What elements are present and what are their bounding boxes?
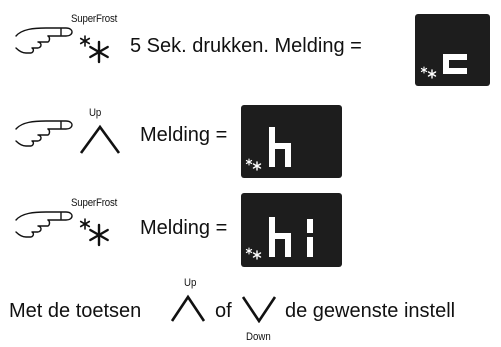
up-button-label: Up [89, 107, 102, 119]
lcd-display [415, 14, 490, 86]
up-arrow-icon[interactable] [170, 293, 206, 328]
down-button-label: Down [246, 331, 271, 343]
down-arrow-icon[interactable] [241, 293, 277, 328]
bottom-text-before: Met de toetsen [9, 300, 142, 322]
display-char-1 [307, 219, 313, 257]
display-char-h [269, 217, 291, 257]
superfrost-button-label: SuperFrost [71, 197, 118, 209]
snowflake-icon [245, 158, 262, 171]
lcd-display [241, 193, 342, 267]
snowflake-icon [245, 247, 262, 260]
pressing-finger-icon [14, 113, 74, 149]
pressing-finger-icon [14, 204, 74, 240]
bottom-text-middle: of [215, 300, 232, 322]
display-char-h [269, 127, 291, 167]
snowflake-icon[interactable] [74, 213, 112, 252]
superfrost-button-label: SuperFrost [71, 13, 118, 25]
snowflake-icon[interactable] [74, 30, 112, 69]
instruction-text: Melding = [140, 217, 228, 239]
up-arrow-icon[interactable] [78, 123, 122, 160]
up-button-label: Up [184, 277, 197, 289]
bottom-text-after: de gewenste instell [285, 300, 456, 322]
instruction-text: Melding = [140, 124, 228, 146]
instruction-text: 5 Sek. drukken. Melding = [130, 35, 362, 57]
display-char-c [443, 54, 467, 74]
pressing-finger-icon [14, 20, 74, 56]
lcd-display [241, 105, 342, 178]
snowflake-icon [420, 66, 437, 79]
